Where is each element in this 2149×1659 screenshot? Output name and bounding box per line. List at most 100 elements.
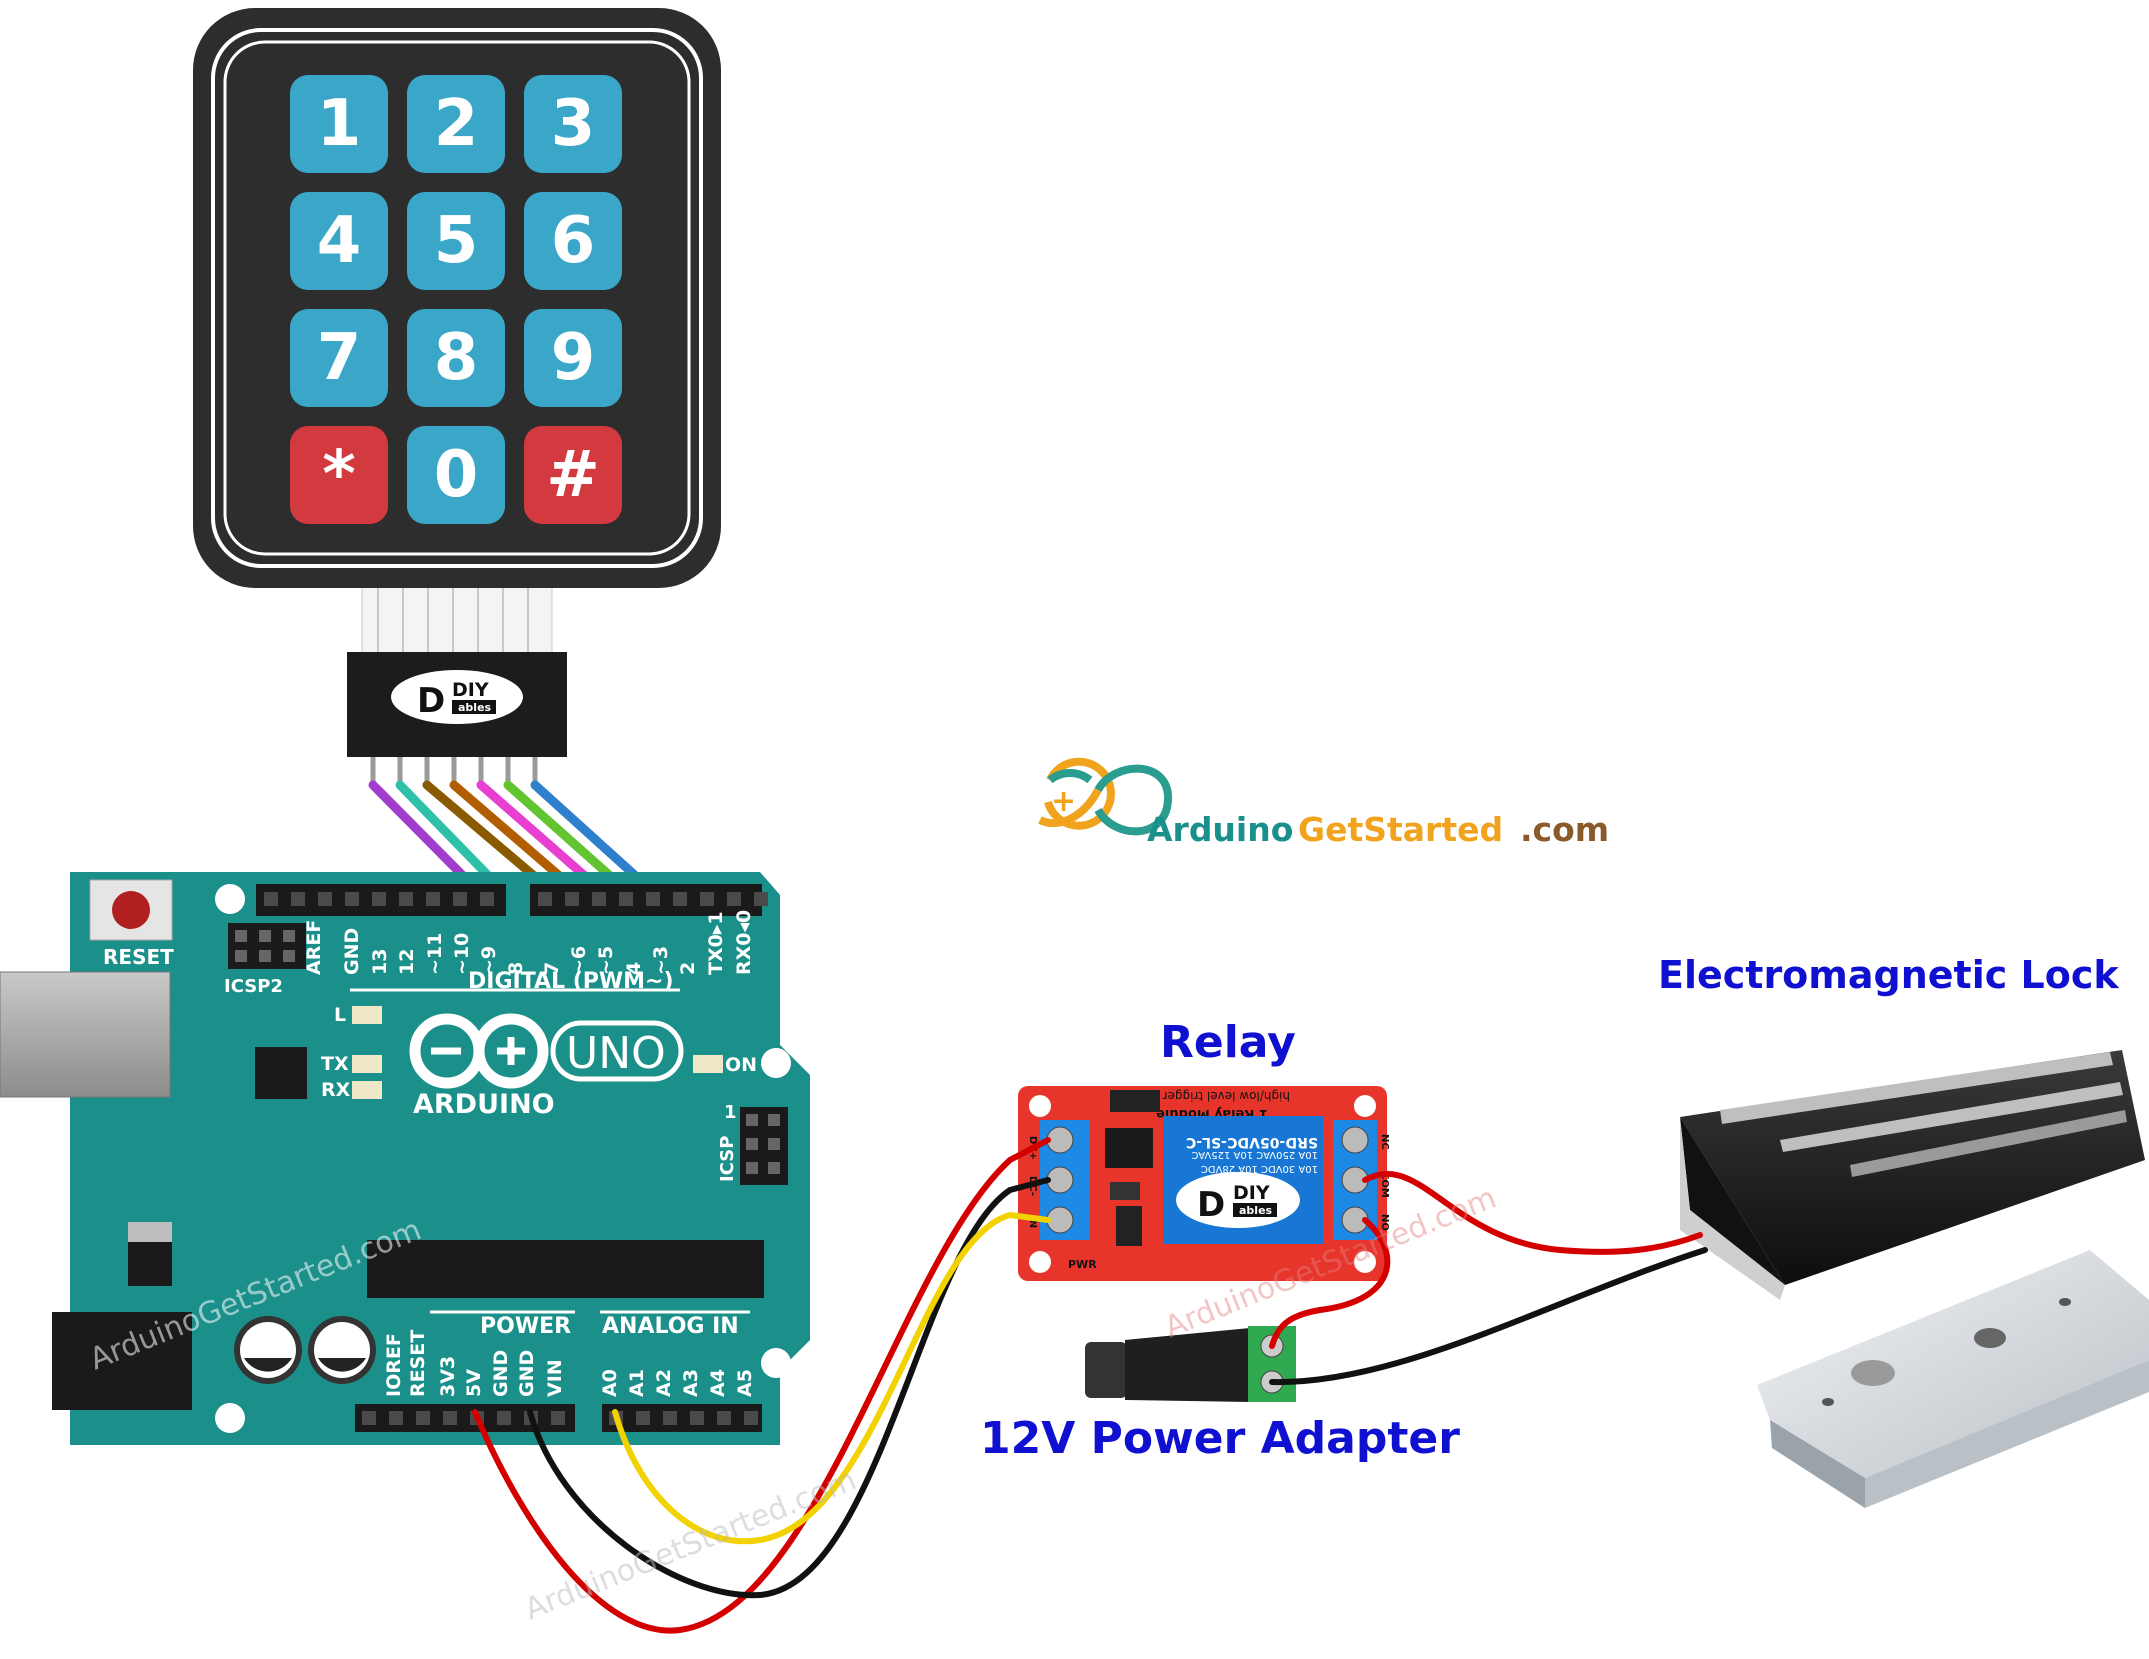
analog-label: ANALOG IN: [602, 1314, 739, 1339]
header-pin: [727, 892, 741, 906]
lock-title: Electromagnetic Lock: [1658, 953, 2119, 997]
header-pin: [744, 1411, 758, 1425]
header-pin: [399, 892, 413, 906]
key-star[interactable]: *: [290, 426, 388, 524]
relay-title: Relay: [1160, 1017, 1296, 1068]
top-pin-label: 13: [369, 949, 391, 975]
dc-power-adapter: [1085, 1326, 1296, 1402]
key-0[interactable]: 0: [407, 426, 505, 524]
relay-model: SRD-05VDC-SL-C: [1186, 1134, 1318, 1150]
bottom-pin-label: A2: [653, 1369, 675, 1397]
top-pin-label: 2: [677, 962, 699, 975]
relay-diyables-bottom: ables: [1239, 1204, 1273, 1217]
icsp-pin: [746, 1138, 758, 1150]
key-4[interactable]: 4: [290, 192, 388, 290]
relay-pwr-label: PWR: [1068, 1258, 1097, 1271]
top-pin-label: 8: [505, 962, 527, 975]
bottom-pin-label: A4: [707, 1369, 729, 1397]
relay-spec-1: 10A 250VAC 10A 125VAC: [1191, 1149, 1318, 1160]
reset-button[interactable]: [112, 891, 150, 929]
icsp2-pin: [283, 950, 295, 962]
bottom-pin-label: VIN: [544, 1359, 566, 1397]
icsp2-label: ICSP2: [224, 976, 283, 997]
top-pin-label: RX0◂0: [733, 910, 755, 975]
header-pin: [426, 892, 440, 906]
power-header: [355, 1404, 575, 1432]
bottom-pin-label: A0: [599, 1369, 621, 1397]
icsp-pin: [768, 1114, 780, 1126]
key-1[interactable]: 1: [290, 75, 388, 173]
header-pin: [754, 892, 768, 906]
header-pin: [673, 892, 687, 906]
key-label: 5: [434, 204, 479, 278]
icsp2-pin: [259, 950, 271, 962]
microcontroller-chip: [367, 1240, 764, 1298]
top-pin-label: ~11: [424, 933, 446, 975]
relay-pin-no: NO: [1379, 1214, 1390, 1231]
icsp2-pin: [259, 930, 271, 942]
relay-board-subtitle: high/low level trigger: [1163, 1089, 1290, 1103]
key-label: 7: [317, 321, 362, 395]
bottom-pin-label: GND: [490, 1350, 512, 1397]
key-7[interactable]: 7: [290, 309, 388, 407]
uno-label: UNO: [566, 1028, 666, 1079]
header-pin: [318, 892, 332, 906]
arduinogetstarted-logo: + Arduino GetStarted .com: [1038, 757, 1609, 849]
header-pin: [416, 1411, 430, 1425]
key-6[interactable]: 6: [524, 192, 622, 290]
bottom-pin-label: 5V: [463, 1369, 485, 1397]
header-pin: [690, 1411, 704, 1425]
header-pin: [443, 1411, 457, 1425]
icsp-label: ICSP: [717, 1136, 738, 1182]
icsp2-pin: [235, 930, 247, 942]
icsp-pin: [768, 1138, 780, 1150]
top-pin-label: ~6: [568, 946, 590, 975]
key-3[interactable]: 3: [524, 75, 622, 173]
header-pin: [372, 892, 386, 906]
usb-port: [0, 971, 171, 1098]
relay-diyables-top: DIY: [1233, 1182, 1270, 1204]
header-pin: [291, 892, 305, 906]
bottom-pin-label: A3: [680, 1369, 702, 1397]
relay-pin-com: COM: [1379, 1172, 1390, 1198]
key-label: 1: [317, 87, 362, 161]
digital-label: DIGITAL (PWM~): [468, 969, 674, 994]
svg-text:D: D: [417, 681, 445, 721]
key-hash[interactable]: #: [524, 426, 622, 524]
header-pin: [565, 892, 579, 906]
key-label: 4: [317, 204, 362, 278]
header-pin: [551, 1411, 565, 1425]
key-5[interactable]: 5: [407, 192, 505, 290]
keypad-connector: D DIY ables: [347, 652, 567, 785]
key-9[interactable]: 9: [524, 309, 622, 407]
led-l-label: L: [334, 1004, 346, 1026]
top-pin-label: GND: [341, 928, 363, 975]
armature-plate: [1757, 1250, 2149, 1508]
usb-chip: [255, 1047, 307, 1099]
header-pin: [592, 892, 606, 906]
icsp-pin: [746, 1162, 758, 1174]
led-on-label: ON: [725, 1054, 757, 1076]
key-label: 6: [551, 204, 596, 278]
header-pin: [700, 892, 714, 906]
key-8[interactable]: 8: [407, 309, 505, 407]
header-pin: [362, 1411, 376, 1425]
key-2[interactable]: 2: [407, 75, 505, 173]
bottom-pin-label: RESET: [407, 1330, 429, 1397]
relay-pin-nc: NC: [1379, 1134, 1390, 1150]
key-label: #: [546, 438, 600, 512]
icsp2-pin: [235, 950, 247, 962]
analog-header: [602, 1404, 762, 1432]
power-adapter-title: 12V Power Adapter: [980, 1413, 1460, 1464]
relay-spec-2: 10A 30VDC 10A 28VDC: [1201, 1163, 1318, 1174]
diyables-logo-top: DIY: [452, 679, 489, 701]
capacitors: [234, 1316, 376, 1384]
svg-text:+: +: [1051, 784, 1076, 819]
site-name-middle: GetStarted: [1298, 810, 1503, 849]
icsp-pin: [768, 1162, 780, 1174]
header-pin: [619, 892, 633, 906]
key-label: 9: [551, 321, 596, 395]
header-pin: [636, 1411, 650, 1425]
